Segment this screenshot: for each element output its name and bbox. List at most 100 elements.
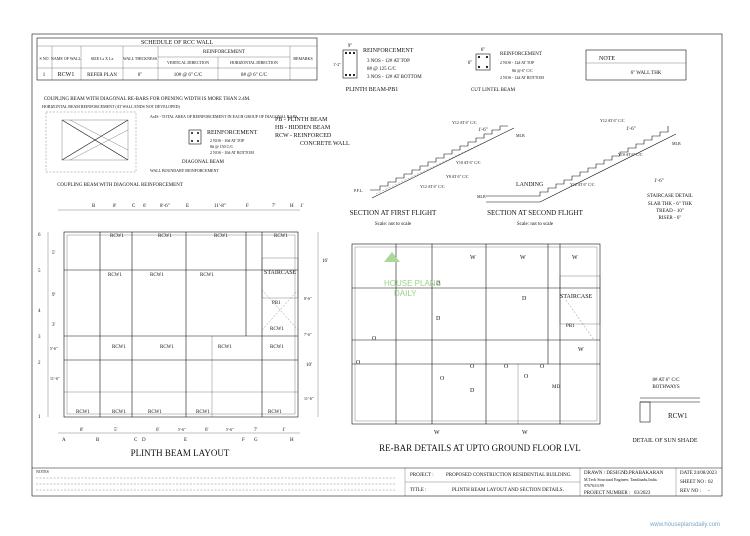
- sheet-value: 02: [708, 480, 714, 485]
- left-dim-5: 11'-6": [50, 376, 60, 381]
- lintel-dim-top: 6": [481, 48, 486, 53]
- bottom-dim-3: 6': [156, 428, 160, 433]
- website-watermark: www.houseplansdaily.com: [649, 522, 720, 528]
- stair1-pfl: P.F.L.: [354, 188, 363, 193]
- drawn-qualification: M.Tech Structural Engineer, Tamilnadu,In…: [584, 477, 658, 483]
- stair1-mlb: MLB: [516, 133, 525, 138]
- rebar-o-6: O: [440, 376, 445, 382]
- plinth-rcw-10: RCW1: [160, 345, 174, 350]
- watermark-house-plans: HOUSE PLANS: [384, 279, 441, 288]
- lintel-beam-section: 6" 6" REINFORCEMENT 2 NOS - 12# AT TOP 8…: [468, 48, 544, 93]
- plinth-rcw-2: RCW1: [158, 234, 172, 239]
- rebar-d-2: D: [436, 316, 441, 322]
- pb-reinf-title: REINFORCEMENT: [363, 48, 414, 54]
- stair-section-first-flight: Y12 AT 6" C/C 1'-6" Y10 AT 6" C/C Y8 AT …: [350, 120, 525, 227]
- bottom-dim-1: 8': [80, 428, 84, 433]
- project-number-label: PROJECT NUMBER :: [584, 491, 630, 496]
- stair2-mlb-2: MLB: [672, 141, 681, 146]
- schedule-cell-thickness: 6": [138, 73, 143, 78]
- schedule-cell-sno: 1: [43, 73, 46, 78]
- rev-value: -: [708, 489, 710, 494]
- right-dim-5: 11'-6": [304, 396, 314, 401]
- legend-item-hb: HB - HIDDEN BEAM: [275, 125, 331, 131]
- sunshade-ways: BOTHWAYS: [652, 385, 680, 390]
- plinth-rcw-8: RCW1: [270, 327, 284, 332]
- rcc-wall-schedule: SCHEDULE OF RCC WALL S NO NAME OF WALL S…: [36, 37, 318, 81]
- stair2-label-y10: Y10 AT 6" C/C: [618, 152, 643, 157]
- bottom-dim-4: 5'-6": [178, 427, 186, 432]
- plinth-layout-title: PLINTH BEAM LAYOUT: [131, 448, 230, 458]
- note-text: 6" WALL THK: [631, 71, 662, 76]
- left-dim-4: 5'-6": [50, 346, 58, 351]
- lintel-reinf-line-3: 2 NOS - 12# AT BOTTOM: [500, 75, 544, 80]
- rebar-o-4: O: [504, 364, 509, 370]
- pb-reinf-line-2: 8# @ 125 C/C: [367, 67, 397, 72]
- rebar-pb1: PB1: [566, 324, 575, 329]
- pb-reinf-line-1: 3 NOS - 12# AT TOP: [367, 59, 410, 64]
- pb-reinf-line-3: 3 NOS - 12# AT BOTTOM: [367, 75, 422, 80]
- bottom-dim-5: 6': [205, 428, 209, 433]
- schedule-title: SCHEDULE OF RCC WALL: [141, 40, 213, 46]
- schedule-head-reinforcement: REINFORCEMENT: [203, 50, 245, 55]
- rebar-o-2: O: [356, 360, 361, 366]
- bottom-dim-7: 7': [254, 428, 258, 433]
- sunshade-rcw: RCW1: [668, 412, 688, 420]
- rebar-o-7: O: [524, 374, 529, 380]
- plinth-rcw-1: RCW1: [110, 234, 124, 239]
- bottom-grid-b: B: [96, 438, 100, 443]
- rebar-w-2: W: [520, 255, 526, 261]
- plinth-rcw-3: RCW1: [214, 234, 228, 239]
- right-dim-4: 10': [306, 363, 312, 368]
- rebar-w-3: W: [572, 255, 578, 261]
- schedule-cell-size: REFER PLAN: [87, 73, 117, 78]
- rebar-staircase: STAIRCASE: [560, 294, 593, 300]
- plinth-pb1: PB1: [272, 301, 281, 306]
- left-dim-2: 9': [52, 293, 56, 298]
- top-grid-b: B: [92, 204, 96, 209]
- right-dim-3: 7'-6": [304, 332, 312, 337]
- coupling-beam-detail: COUPLING BEAM WITH DIAGONAL RE-BARS FOR …: [42, 97, 297, 188]
- top-dim-3: 8'-6": [160, 204, 170, 209]
- rebar-o-5: O: [540, 364, 545, 370]
- plinth-beam-layout: B 8' C 6' 8'-6" E 11'-8" F 7' H 1' RCW1 …: [38, 204, 328, 458]
- pb-caption: PLINTH BEAM-PB1: [346, 87, 399, 93]
- stair-section-second-flight: LANDING Y12 AT 6" C/C Y10 AT 6" C/C 1'-6…: [477, 118, 681, 227]
- stair1-label-y10: Y10 AT 6" C/C: [456, 160, 481, 165]
- top-grid-f: F: [246, 204, 249, 209]
- top-dim-5: 7': [272, 204, 276, 209]
- coupling-heading: COUPLING BEAM WITH DIAGONAL RE-BARS FOR …: [44, 97, 251, 102]
- bottom-dim-2: 5': [114, 428, 118, 433]
- coupling-caption: COUPLING BEAM WITH DIAGONAL REINFORCEMEN…: [57, 183, 183, 188]
- date-label: DATE :: [680, 471, 695, 476]
- stair-detail-tread: TREAD - 10": [656, 209, 684, 214]
- schedule-cell-horizontal: 8# @ 6" C/C: [241, 73, 268, 78]
- stair1-label-y8: Y8 AT 6" C/C: [446, 174, 469, 179]
- legend-item-rcw-cont: CONCRETE WALL: [300, 141, 350, 147]
- lintel-dim-side: 6": [468, 61, 473, 66]
- schedule-cell-name: RCW1: [58, 72, 75, 78]
- rebar-layout-title: RE-BAR DETAILS AT UPTO GROUND FLOOR LVL: [379, 443, 581, 453]
- stair1-caption: SECTION AT FIRST FLIGHT: [350, 209, 437, 217]
- top-dim-1: 8': [113, 204, 117, 209]
- stair-detail-slab: SLAB THK - 6" THK: [648, 202, 693, 207]
- plinth-rcw-16: RCW1: [196, 410, 210, 415]
- rebar-d-3: D: [522, 296, 527, 302]
- plinth-rcw-5: RCW1: [108, 273, 122, 278]
- sheet-label: SHEET NO :: [680, 480, 707, 485]
- left-grid-6: 6: [38, 233, 41, 238]
- schedule-head-size: SIZE Ls X Lz: [91, 56, 114, 61]
- stair2-landing: LANDING: [516, 182, 544, 188]
- drawn-phone: 9767631199: [584, 483, 604, 488]
- stair-detail-title: STAIRCASE DETAIL: [647, 194, 693, 199]
- rebar-o-1: O: [372, 336, 377, 342]
- bottom-dim-8: 1': [282, 428, 286, 433]
- top-dim-6: 1': [300, 204, 304, 209]
- plinth-rcw-15: RCW1: [148, 410, 162, 415]
- sunshade-detail: 8# AT 6" C/C BOTHWAYS RCW1 DETAIL OF SUN…: [632, 378, 700, 444]
- top-dim-4: 11'-8": [214, 204, 226, 209]
- plinth-rcw-11: RCW1: [218, 345, 232, 350]
- project-label: PROJECT :: [410, 473, 434, 478]
- title-block: NOTES PROJECT : PROPOSED CONSTRUCTION RE…: [32, 467, 722, 496]
- plinth-staircase: STAIRCASE: [264, 270, 297, 276]
